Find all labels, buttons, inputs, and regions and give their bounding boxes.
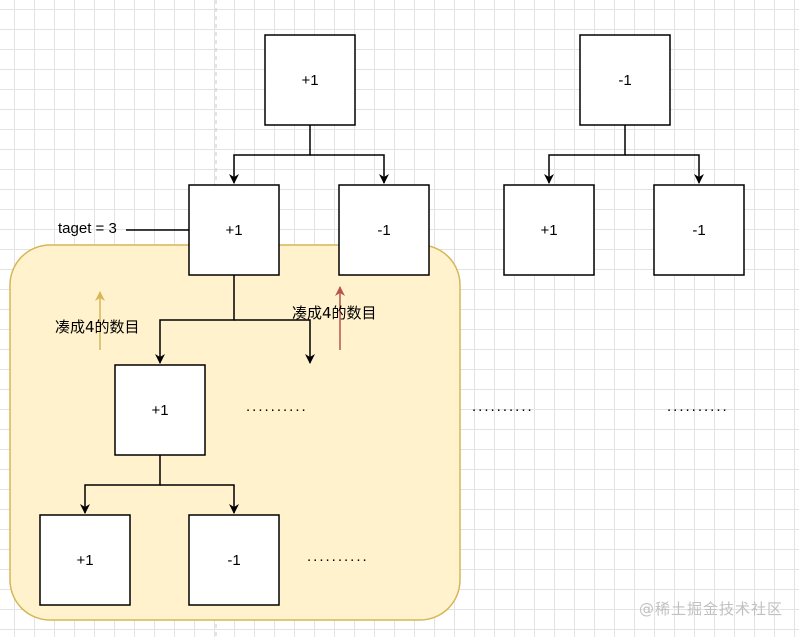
edges-a-left <box>155 275 315 364</box>
node-b-right: -1 <box>653 184 745 276</box>
node-root-b: -1 <box>579 34 671 126</box>
edge-a-left-to-right-branch <box>234 319 315 364</box>
node-c-left-label: +1 <box>76 552 93 569</box>
edge-c-to-c-right <box>160 484 239 514</box>
make-four-label-right: 凑成4的数目 <box>292 304 377 322</box>
target-label: taget = 3 <box>58 220 117 237</box>
node-a-right-label: -1 <box>377 222 390 239</box>
ellipsis-bottom: .......... <box>307 548 369 565</box>
node-a-left-label: +1 <box>225 222 242 239</box>
node-c-right-label: -1 <box>227 552 240 569</box>
edge-root-a-to-a-right <box>310 154 389 184</box>
node-b-right-label: -1 <box>692 222 705 239</box>
watermark: @稀土掘金技术社区 <box>638 600 783 618</box>
ellipsis-right-2: .......... <box>667 398 729 415</box>
node-c-label: +1 <box>151 402 168 419</box>
node-root-a: +1 <box>264 34 356 126</box>
node-b-left: +1 <box>503 184 595 276</box>
node-b-left-label: +1 <box>540 222 557 239</box>
node-c-right: -1 <box>188 514 280 606</box>
node-c: +1 <box>114 364 206 456</box>
edge-root-a-to-a-left <box>229 125 311 184</box>
ellipsis-mid: .......... <box>246 398 308 415</box>
node-root-b-label: -1 <box>618 72 631 89</box>
node-a-right: -1 <box>338 184 430 276</box>
edges-root-a <box>229 125 389 184</box>
node-root-a-label: +1 <box>301 72 318 89</box>
edges-c <box>80 455 239 514</box>
edge-a-left-to-c <box>155 275 235 364</box>
ellipsis-right-1: .......... <box>472 398 534 415</box>
node-a-left: +1 <box>188 184 280 276</box>
edge-c-to-c-left <box>80 455 161 514</box>
edges-root-b <box>544 125 704 184</box>
edge-root-b-to-b-left <box>544 125 626 184</box>
make-four-label-left: 凑成4的数目 <box>55 318 140 336</box>
node-c-left: +1 <box>39 514 131 606</box>
edge-root-b-to-b-right <box>625 154 704 184</box>
